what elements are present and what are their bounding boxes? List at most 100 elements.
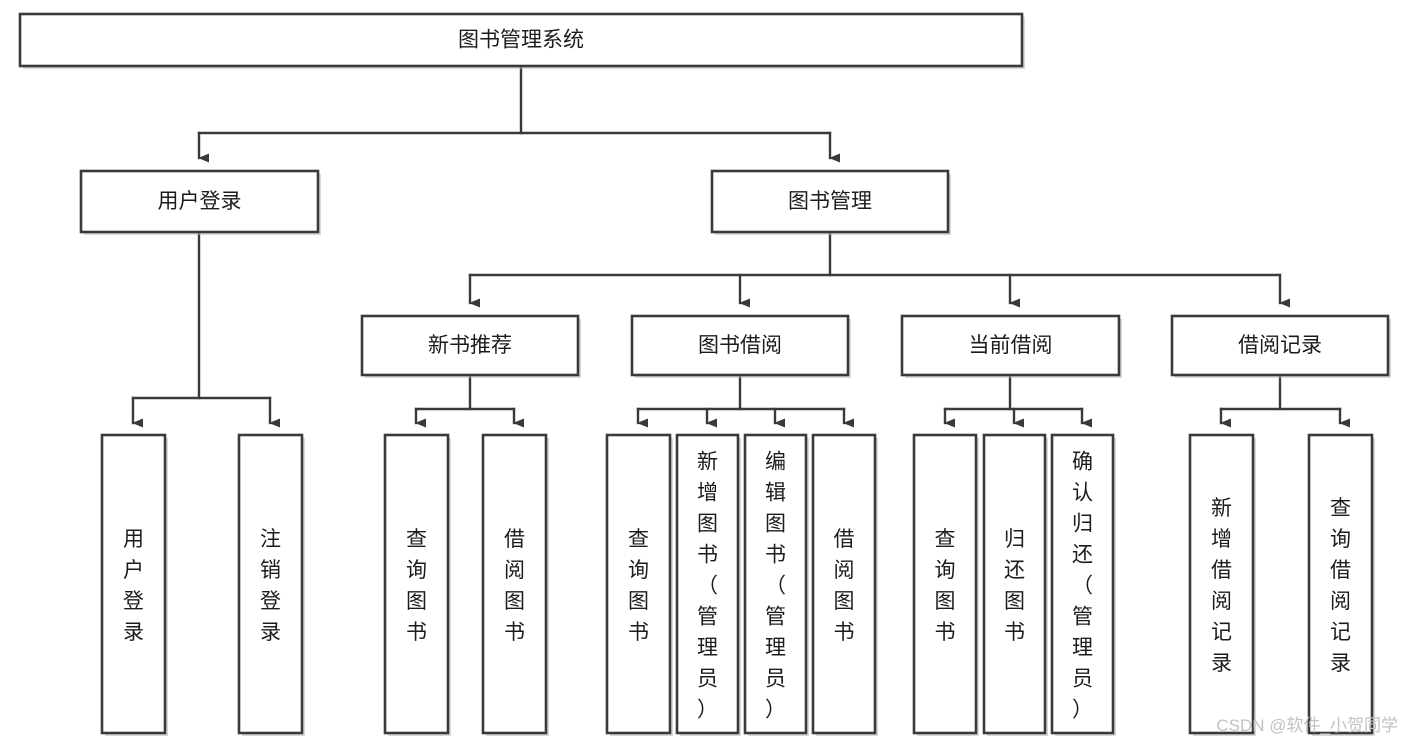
node-label-char: 增 — [697, 482, 718, 505]
node-rect[interactable] — [743, 433, 808, 735]
node-label-char: 图 — [504, 590, 525, 613]
node-rect[interactable] — [710, 169, 950, 234]
node-label-char: 员 — [1072, 668, 1093, 691]
node-rect[interactable] — [675, 433, 740, 735]
node-label-char: 理 — [697, 637, 718, 660]
node-label: 新书推荐 — [428, 334, 512, 357]
node-label-char: 查 — [1330, 497, 1351, 520]
node-label-char: 还 — [1072, 544, 1093, 567]
node-book-manage[interactable]: 图书管理 — [710, 169, 951, 235]
node-label-char: 询 — [935, 559, 956, 582]
node-label-char: （ — [697, 575, 718, 598]
node-label-char: 认 — [1072, 482, 1093, 505]
node-label: 用户登录 — [158, 190, 242, 213]
node-label-char: 辑 — [765, 482, 786, 505]
node-rect[interactable] — [360, 314, 580, 377]
node-label-char: 录 — [1211, 652, 1232, 675]
node-new-book-recommend[interactable]: 新书推荐 — [360, 314, 581, 378]
node-label-char: 理 — [765, 637, 786, 660]
node-label-char: 图 — [935, 590, 956, 613]
node-label-char: 图 — [697, 513, 718, 536]
node-label-char: 阅 — [834, 559, 855, 582]
node-book-borrow[interactable]: 图书借阅 — [630, 314, 851, 378]
node-rect[interactable] — [605, 433, 672, 735]
node-rect[interactable] — [481, 433, 548, 735]
node-label-char: 查 — [406, 528, 427, 551]
node-label-char: 增 — [1211, 528, 1232, 551]
node-label-char: 借 — [834, 528, 855, 551]
node-label-char: 图 — [1004, 590, 1025, 613]
node-rect[interactable] — [982, 433, 1047, 735]
node-label-char: 书 — [504, 621, 525, 644]
node-label-char: 书 — [765, 544, 786, 567]
node-label-char: ） — [765, 699, 786, 722]
node-label-char: 询 — [1330, 528, 1351, 551]
node-label-char: 管 — [697, 606, 718, 629]
node-rect[interactable] — [100, 433, 167, 735]
node-rect[interactable] — [18, 12, 1024, 68]
node-label-char: 记 — [1330, 621, 1351, 644]
node-label-char: 登 — [260, 590, 281, 613]
node-label-char: 书 — [935, 621, 956, 644]
node-rect[interactable] — [1170, 314, 1390, 377]
node-rect[interactable] — [1307, 433, 1374, 735]
node-rect[interactable] — [1050, 433, 1115, 735]
node-rect[interactable] — [79, 169, 320, 234]
node-rect[interactable] — [383, 433, 450, 735]
node-label-char: 查 — [628, 528, 649, 551]
node-label-char: 询 — [628, 559, 649, 582]
node-label-char: 新 — [697, 451, 718, 474]
node-user-login[interactable]: 用户登录 — [79, 169, 321, 235]
node-label-char: 阅 — [504, 559, 525, 582]
node-rect[interactable] — [1188, 433, 1255, 735]
node-label-char: 登 — [123, 590, 144, 613]
node-label-char: 理 — [1072, 637, 1093, 660]
node-label-char: 图 — [406, 590, 427, 613]
node-label-char: 员 — [765, 668, 786, 691]
node-label-char: 编 — [765, 451, 786, 474]
node-rect[interactable] — [912, 433, 978, 735]
nodes-layer: 图书管理系统用户登录图书管理新书推荐图书借阅当前借阅借阅记录用户登录注销登录查询… — [18, 12, 1391, 736]
node-borrow-record[interactable]: 借阅记录 — [1170, 314, 1391, 378]
node-label-char: 户 — [123, 559, 144, 582]
connectors-layer — [131, 64, 1350, 428]
node-label-char: 阅 — [1211, 590, 1232, 613]
node-label-char: 图 — [628, 590, 649, 613]
node-label: 当前借阅 — [969, 334, 1053, 357]
node-label-char: 书 — [697, 544, 718, 567]
node-label-char: 书 — [834, 621, 855, 644]
node-label-char: 归 — [1072, 513, 1093, 536]
node-label-char: 借 — [1330, 559, 1351, 582]
node-label-char: 销 — [260, 559, 281, 582]
node-root[interactable]: 图书管理系统 — [18, 12, 1025, 69]
node-label-char: 确 — [1072, 451, 1093, 474]
node-rect[interactable] — [630, 314, 850, 377]
node-label-char: 借 — [1211, 559, 1232, 582]
node-current-borrow[interactable]: 当前借阅 — [900, 314, 1122, 378]
node-label-char: 询 — [406, 559, 427, 582]
node-leaf-user-login[interactable]: 用户登录 — [100, 433, 168, 736]
node-rect[interactable] — [811, 433, 877, 735]
node-rect[interactable] — [900, 314, 1121, 377]
node-label-char: 新 — [1211, 497, 1232, 520]
node-label: 借阅记录 — [1238, 334, 1322, 357]
node-rect[interactable] — [237, 433, 304, 735]
csdn-watermark: CSDN @软件_小贺同学 — [1216, 716, 1398, 735]
node-label-char: 书 — [406, 621, 427, 644]
node-label-char: 管 — [1072, 606, 1093, 629]
node-label-char: 阅 — [1330, 590, 1351, 613]
